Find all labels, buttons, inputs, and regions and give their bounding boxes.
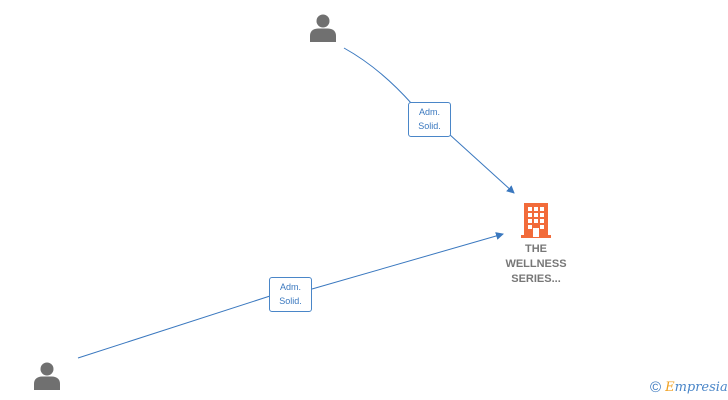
edge-label-line: Solid. (418, 121, 441, 131)
brand-first-letter: E (665, 380, 675, 395)
brand-logo: © Empresia (650, 378, 728, 398)
edge-label-line: Solid. (279, 296, 302, 306)
edge-bottom-to-company (77, 234, 503, 359)
copyright-icon: © (650, 379, 662, 396)
building-icon (521, 203, 551, 238)
edge-label-line: Adm. (418, 107, 440, 117)
edge-label-top[interactable]: Adm. Solid. (408, 102, 451, 137)
person-icon (34, 362, 60, 390)
edge-label-bottom[interactable]: Adm. Solid. (269, 277, 312, 312)
company-name-line: THE (525, 243, 547, 255)
brand-name: Empresia (665, 378, 728, 398)
company-name-line: WELLNESS (505, 258, 567, 270)
company-name-line: SERIES... (511, 273, 561, 285)
company-name[interactable]: THE WELLNESS SERIES... (496, 242, 576, 287)
edge-top-to-company (343, 47, 514, 193)
brand-rest: mpresia (674, 380, 728, 395)
edge-label-line: Adm. (279, 282, 301, 292)
person-node-bottom[interactable] (32, 361, 62, 391)
person-node-top[interactable] (308, 13, 338, 43)
company-node[interactable]: THE WELLNESS SERIES... (496, 202, 576, 287)
person-icon (310, 14, 336, 42)
